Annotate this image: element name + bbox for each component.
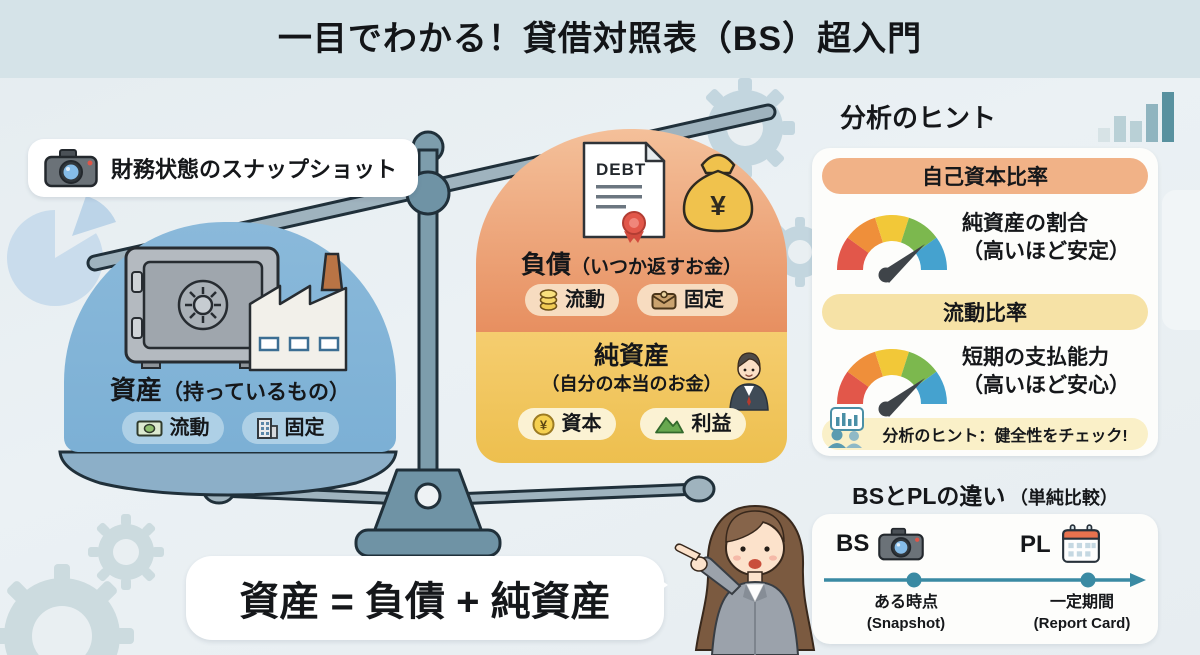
gauge-icon (836, 349, 948, 417)
gauge-icon (836, 215, 948, 283)
gear-icon (0, 514, 164, 655)
safe-and-factory-icon (124, 246, 348, 372)
scale-pan-left (58, 450, 398, 497)
capital-badge: ¥ 資本 (517, 408, 616, 440)
net-assets-name: 純資産 (593, 342, 669, 370)
debt-document-icon: DEBT ¥ (582, 141, 754, 243)
safe-icon (124, 246, 280, 369)
yen-coin-symbol: ¥ (539, 417, 547, 432)
debt-doc-title: DEBT (596, 160, 646, 179)
liabilities-badges: 流動 固定 (476, 284, 787, 316)
liabilities-fixed-badge: 固定 (637, 284, 738, 316)
liabilities-hint: （いつか返すお金） (571, 257, 743, 278)
factory-icon (248, 252, 348, 372)
badge-label: 固定 (284, 417, 325, 439)
net-assets-blob: 純資産 （自分の本当のお金） ¥ 資本 (476, 332, 787, 463)
assets-current-badge: 流動 (121, 412, 224, 444)
equity-ratio-title: 自己資本比率 (922, 166, 1048, 189)
bs-item: BS (836, 526, 925, 562)
calendar-icon (1061, 524, 1100, 563)
current-ratio-desc2: （高いほど安心） (962, 373, 1130, 397)
comparison-title-sub: （単純比較） (1009, 488, 1118, 508)
net-assets-hint-text: （自分の本当のお金） (541, 374, 722, 394)
bs-point: ある時点 (873, 594, 938, 611)
liabilities-blob: DEBT ¥ 負債 （いつか返すお金） (476, 129, 787, 332)
badge-label: 流動 (565, 289, 605, 311)
assets-fixed-badge: 固定 (241, 412, 339, 444)
net-assets-hint: （自分の本当のお金） (476, 370, 787, 396)
bar-chart-icon (1098, 92, 1174, 142)
assets-blob: 資産 （持っているもの） 流動 (64, 222, 396, 452)
badge-label: 固定 (684, 289, 724, 311)
equity-ratio-desc2: （高いほど安定） (962, 239, 1130, 263)
pl-caption: 一定期間 (Report Card) (1022, 592, 1142, 634)
bs-label: BS (836, 530, 870, 557)
badge-label: 利益 (691, 413, 732, 435)
timeline-arrow (824, 572, 1146, 588)
camera-icon (44, 149, 98, 188)
businessman-icon (729, 352, 769, 411)
assets-label: 資産 （持っているもの） (64, 370, 396, 407)
coins-icon (539, 289, 558, 311)
bs-caption: ある時点 (Snapshot) (850, 592, 962, 634)
analysis-card: 自己資本比率 純資産の割合 （高いほど安定） 流動比率 (812, 148, 1158, 456)
analysis-hint-text: 分析のヒント：健全性をチェック! (882, 428, 1128, 445)
current-ratio-desc1: 短期の支払能力 (962, 346, 1109, 369)
page-title: 一目でわかる！貸借対照表（BS）超入門 (277, 20, 923, 58)
presenter-woman (674, 504, 816, 655)
scale-pole (417, 148, 439, 542)
pl-label: PL (1020, 531, 1051, 558)
title-band: 一目でわかる！貸借対照表（BS）超入門 (0, 0, 1200, 78)
badge-label: 流動 (169, 417, 210, 439)
formula-bubble: 資産 = 負債 + 純資産 (186, 556, 668, 640)
camera-icon (878, 527, 925, 561)
liabilities-label: 負債 （いつか返すお金） (476, 245, 787, 281)
current-ratio-desc: 短期の支払能力 （高いほど安心） (962, 344, 1152, 399)
formula-text: 資産 = 負債 + 純資産 (239, 580, 611, 624)
analysis-title: 分析のヒント (840, 103, 997, 133)
bs-point-en: (Snapshot) (866, 614, 946, 632)
comparison-title: BSとPLの違い （単純比較） (812, 477, 1158, 511)
yen-coin-icon: ¥ (532, 413, 554, 435)
profit-badge: 利益 (639, 408, 746, 440)
equity-ratio-desc1: 純資産の割合 (962, 212, 1088, 235)
badge-label: 資本 (561, 413, 602, 435)
snapshot-callout: 財務状態のスナップショット (28, 139, 418, 197)
analysts-icon (828, 407, 864, 448)
liabilities-name: 負債 (520, 251, 571, 279)
assets-name: 資産 (110, 375, 163, 405)
equity-ratio-pill: 自己資本比率 (822, 158, 1148, 194)
current-ratio-title: 流動比率 (943, 302, 1027, 325)
net-assets-label: 純資産 (476, 336, 787, 372)
mountain-icon (654, 416, 684, 433)
comparison-title-main: BSとPLの違い (852, 483, 1006, 509)
money-bag-icon: ¥ (682, 153, 754, 233)
snapshot-label-text: 財務状態のスナップショット (111, 157, 398, 182)
current-ratio-pill: 流動比率 (822, 294, 1148, 330)
equity-ratio-desc: 純資産の割合 （高いほど安定） (962, 210, 1152, 265)
comparison-card: BS PL (812, 514, 1158, 644)
liabilities-current-badge: 流動 (525, 284, 619, 316)
pl-item: PL (1020, 524, 1102, 566)
assets-badges: 流動 固定 (64, 412, 396, 444)
analysis-hint-pill: 分析のヒント：健全性をチェック! (822, 418, 1148, 450)
assets-hint: （持っているもの） (162, 381, 350, 404)
wallet-icon (651, 290, 677, 310)
money-bag-symbol: ¥ (710, 190, 726, 221)
banknote-icon (136, 420, 162, 436)
pl-point-en: (Report Card) (1033, 614, 1131, 632)
pl-point: 一定期間 (1049, 594, 1114, 611)
net-assets-badges: ¥ 資本 利益 (476, 408, 787, 440)
building-icon (256, 418, 278, 439)
